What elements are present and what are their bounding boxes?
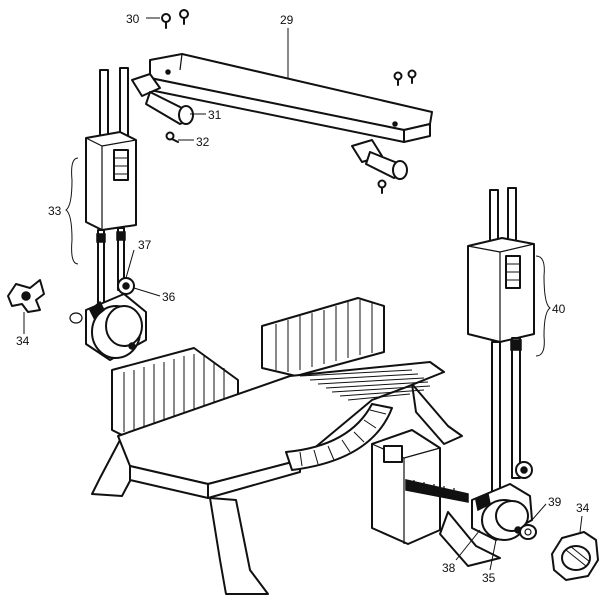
callout-34-right: 34 [576,501,590,515]
bracket-33 [65,157,79,265]
table-hatching [299,369,431,401]
callout-34-left: 34 [16,334,30,348]
callout-30: 30 [126,12,140,26]
wing-nut-left [7,279,45,313]
left-post-assembly [69,67,147,361]
miter-scale-ticks [299,409,387,467]
callout-29: 29 [280,13,294,27]
top-crossbar [131,53,433,163]
clamp-handles [145,91,408,180]
wing-nut-right [551,531,599,581]
callout-35: 35 [482,571,496,585]
right-fence-ribs [275,300,373,372]
callout-31: 31 [208,108,222,122]
miter-base [91,297,501,595]
callout-40: 40 [552,302,566,316]
threaded-rod [413,480,455,500]
screws [161,9,417,194]
callout-labels: 29 30 31 32 33 37 36 34 40 38 35 39 34 [16,12,590,585]
right-post-assembly [467,187,537,541]
callout-38: 38 [442,561,456,575]
callout-33: 33 [48,204,62,218]
callout-32: 32 [196,135,210,149]
callout-39: 39 [548,495,562,509]
bracket-40 [535,255,551,357]
callout-37: 37 [138,238,152,252]
leader-lines [23,17,583,571]
callout-36: 36 [162,290,176,304]
